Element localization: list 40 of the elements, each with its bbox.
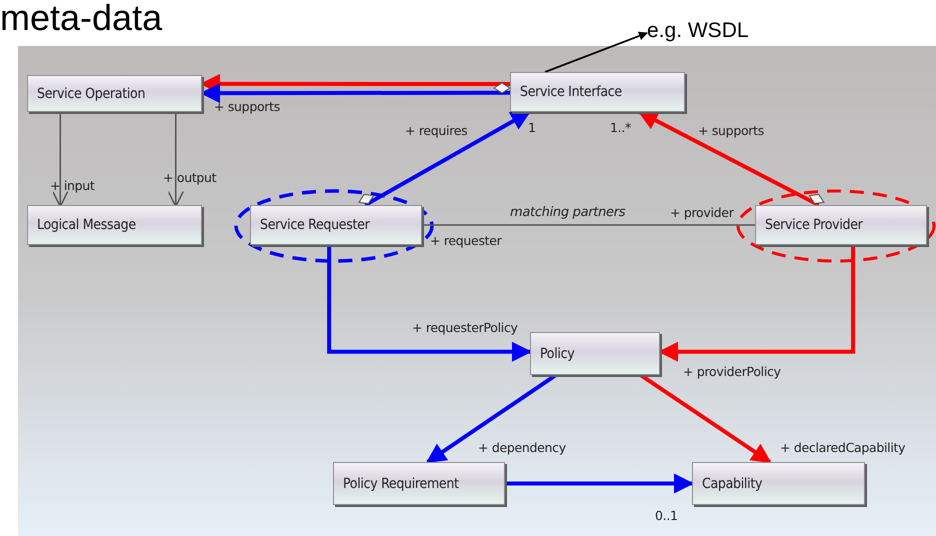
class-name: Policy bbox=[540, 346, 574, 362]
role-label: 1..* bbox=[610, 120, 631, 135]
class-name: Service Requester bbox=[260, 217, 370, 233]
edge-label: + providerPolicy bbox=[683, 364, 781, 379]
class-name: Service Provider bbox=[765, 217, 863, 233]
edge-label: + requesterPolicy bbox=[412, 320, 518, 335]
edge-label: + supports bbox=[214, 99, 280, 114]
edge-label: + dependency bbox=[478, 440, 566, 455]
class-box bbox=[530, 332, 660, 375]
edge-label: matching partners bbox=[510, 205, 626, 220]
arrow bbox=[52, 112, 68, 208]
edge-label: + input bbox=[50, 178, 95, 193]
class-box bbox=[250, 205, 422, 245]
arrow bbox=[544, 32, 648, 73]
edge-label: + output bbox=[163, 170, 216, 185]
edge-label: + requires bbox=[405, 123, 468, 138]
class-box bbox=[510, 72, 685, 112]
role-label: + requester bbox=[430, 233, 502, 248]
class-box bbox=[692, 462, 865, 505]
role-label: 0..1 bbox=[655, 508, 678, 523]
title: meta-data bbox=[0, 0, 162, 36]
class-name: Policy Requirement bbox=[343, 476, 459, 492]
class-box bbox=[27, 75, 202, 112]
class-name: Capability bbox=[702, 476, 762, 492]
class-box bbox=[755, 205, 927, 245]
class-name: Service Operation bbox=[37, 86, 146, 102]
class-box bbox=[333, 462, 505, 505]
arrow bbox=[364, 110, 531, 207]
role-label: + provider bbox=[670, 205, 734, 220]
edge-label: + declaredCapability bbox=[780, 440, 906, 455]
edge-label: + supports bbox=[698, 123, 764, 138]
arrow bbox=[505, 474, 694, 494]
class-name: Service Interface bbox=[520, 84, 622, 100]
connector-line bbox=[422, 224, 755, 226]
role-label: 1 bbox=[528, 120, 536, 135]
class-name: Logical Message bbox=[37, 217, 136, 233]
class-box bbox=[27, 205, 202, 245]
note-text: e.g. WSDL bbox=[647, 20, 749, 41]
arrow bbox=[327, 245, 532, 362]
arrow bbox=[168, 112, 184, 208]
